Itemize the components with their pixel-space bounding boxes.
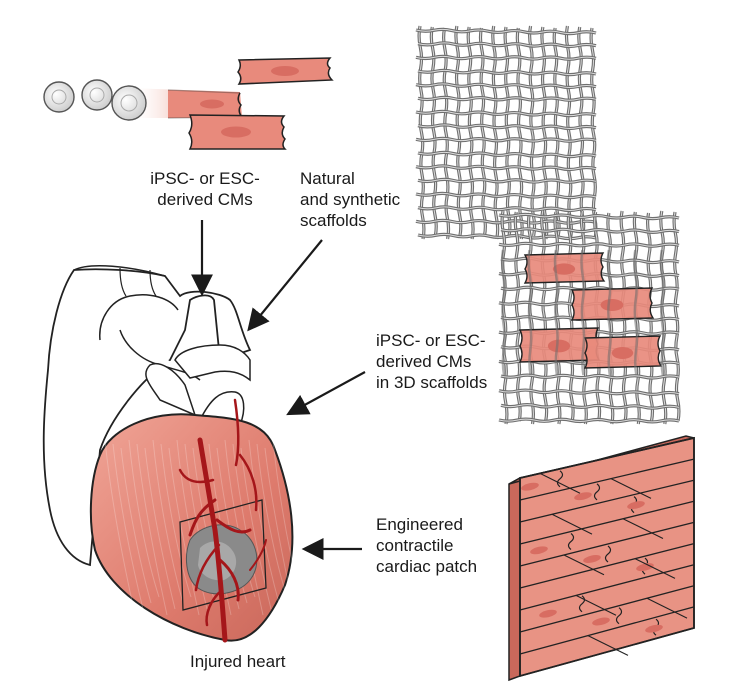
- arrow-scaffolds-to-heart: [247, 239, 323, 332]
- scaffold-with-cms: [498, 210, 681, 425]
- label-cardiac-patch: Engineered contractile cardiac patch: [376, 515, 478, 576]
- label-derived-cms: iPSC- or ESC- derived CMs: [150, 169, 260, 209]
- cardiomyocyte: [237, 57, 334, 85]
- cardiac-patch: [508, 435, 695, 682]
- label-scaffolds: Natural and synthetic scaffolds: [300, 169, 401, 230]
- cardiomyocytes-group: [167, 57, 334, 150]
- arrows: [191, 220, 366, 560]
- coronary-vessels: [178, 398, 267, 643]
- infarct-region-box: [179, 499, 267, 611]
- stem-cell: [81, 79, 113, 111]
- patch-front: [519, 437, 695, 677]
- stem-cell: [111, 85, 147, 121]
- arrow-3d-scaffolds-to-heart: [286, 371, 366, 416]
- stem-cell: [43, 81, 75, 113]
- cardiomyocyte: [188, 114, 287, 150]
- patch-fibers: [519, 437, 695, 656]
- label-injured-heart: Injured heart: [190, 652, 286, 671]
- injured-heart: [42, 265, 304, 643]
- scaffold-mesh: [415, 25, 598, 241]
- label-cms-in-scaffolds: iPSC- or ESC- derived CMs in 3D scaffold…: [376, 331, 488, 392]
- cardiomyocyte: [167, 89, 243, 119]
